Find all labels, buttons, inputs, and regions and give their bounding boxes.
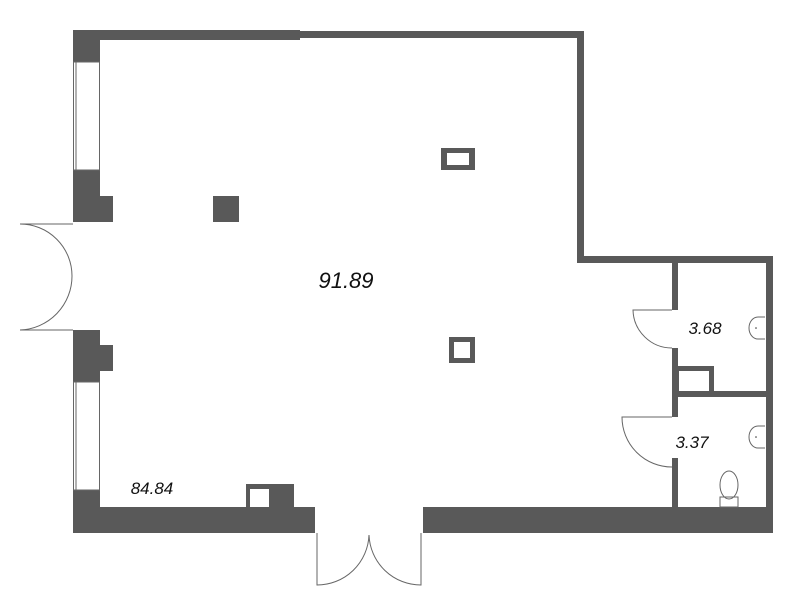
left-wall-top (73, 30, 100, 62)
restroom-upper-door (632, 309, 673, 349)
window-upper (73, 61, 100, 171)
niche-void (250, 489, 269, 507)
restroom-lower-door (621, 416, 673, 468)
left-pier-upper-bump (100, 196, 113, 222)
partition-1 (672, 263, 678, 310)
walls (73, 30, 773, 533)
left-door-upper-leaf (19, 223, 73, 277)
column (213, 196, 239, 222)
top-wall (300, 31, 584, 38)
right-wall (766, 256, 773, 533)
shaft-lower-void (454, 342, 470, 358)
windows (73, 61, 100, 491)
area-label-restroom-lower: 3.37 (675, 433, 709, 452)
step-wall (577, 256, 773, 263)
sink-lower-icon (748, 425, 765, 449)
restroom-divider (678, 391, 766, 397)
bottom-wall-right (423, 507, 773, 533)
left-wall-bottom (73, 490, 100, 533)
top-wall-thick (73, 30, 300, 40)
duct-void (679, 371, 709, 391)
partition-3 (672, 458, 678, 507)
left-pier-lower-bump (100, 345, 113, 371)
fixtures (719, 316, 765, 508)
left-door-lower-leaf (19, 275, 73, 331)
window-lower (73, 381, 100, 491)
left-pier-upper (73, 170, 100, 222)
area-labels: 91.89 84.84 3.68 3.37 (131, 268, 722, 498)
doors (19, 223, 673, 586)
area-label-main: 91.89 (318, 268, 373, 293)
shaft-upper-void (447, 153, 469, 165)
right-upper-wall (577, 31, 584, 262)
left-pier-lower (73, 330, 100, 382)
bottom-wall-left (73, 507, 315, 533)
sink-upper-icon (748, 316, 765, 340)
area-label-restroom-upper: 3.68 (688, 319, 722, 338)
area-label-corner: 84.84 (131, 479, 174, 498)
toilet-icon (719, 470, 739, 508)
entrance-door-right-leaf (368, 533, 422, 586)
entrance-door-left-leaf (316, 533, 370, 586)
